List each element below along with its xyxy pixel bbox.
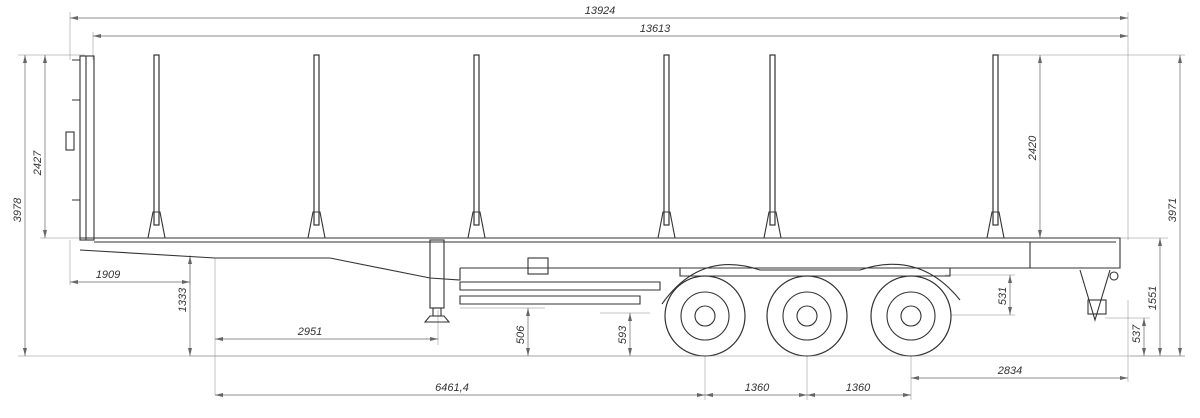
label-overall-length: 13924 bbox=[585, 5, 616, 17]
label-support-height: 1333 bbox=[177, 287, 189, 312]
label-rear-height: 3971 bbox=[1167, 198, 1179, 222]
label-rear-deck-height: 1551 bbox=[1147, 286, 1159, 310]
dimension-rear-overhang: 2834 bbox=[911, 300, 1129, 382]
label-kingpin-to-axle: 6461,4 bbox=[435, 382, 469, 394]
label-axle-spacing-2: 1360 bbox=[846, 382, 871, 394]
wheel-1 bbox=[664, 275, 746, 357]
label-rear-post-height: 2420 bbox=[1027, 135, 1039, 161]
label-frame-depth: 506 bbox=[515, 325, 527, 344]
stake-4 bbox=[663, 54, 670, 226]
label-axle-spacing-1: 1360 bbox=[745, 382, 770, 394]
dimension-rear-light-height: 537 bbox=[1105, 317, 1150, 356]
dimension-platform-length: 13613 bbox=[92, 23, 1128, 60]
frame-main bbox=[79, 237, 1121, 305]
dimension-axle-spacing-2: 1360 bbox=[807, 382, 911, 397]
dimension-rear-deck-height: 1551 bbox=[1120, 237, 1168, 356]
dimension-front-wall-height: 2427 bbox=[32, 55, 80, 239]
label-rear-light-height: 537 bbox=[1131, 324, 1143, 343]
label-fender-clearance: 531 bbox=[997, 287, 1009, 305]
dimension-support-height: 1333 bbox=[177, 256, 192, 356]
dimension-fender-clearance: 531 bbox=[945, 274, 1015, 316]
rear-bumper bbox=[1079, 269, 1119, 322]
dimension-overall-length: 13924 bbox=[69, 5, 1129, 240]
dimension-frame-depth: 506 bbox=[460, 307, 545, 356]
label-front-wall-height: 2427 bbox=[32, 150, 44, 176]
label-rear-overhang: 2834 bbox=[997, 365, 1022, 377]
dimension-axle-spacing-1: 1360 bbox=[705, 382, 807, 397]
stake-1 bbox=[153, 54, 160, 226]
dimension-rear-height: 3971 bbox=[1050, 54, 1185, 357]
stake-5 bbox=[769, 54, 776, 226]
wheel-3 bbox=[870, 275, 952, 357]
fenders bbox=[661, 263, 961, 305]
label-platform-length: 13613 bbox=[640, 23, 671, 35]
landing-gear bbox=[423, 239, 549, 323]
dimension-rear-post-height: 2420 bbox=[995, 54, 1050, 238]
dimension-support-to-center: 2951 bbox=[214, 258, 439, 395]
wheel-2 bbox=[766, 275, 848, 357]
dimension-side-guard: 593 bbox=[600, 312, 650, 356]
label-front-height: 3978 bbox=[12, 197, 24, 222]
front-wall bbox=[65, 55, 95, 241]
stake-6 bbox=[992, 54, 999, 226]
dimension-front-height: 3978 bbox=[12, 54, 700, 357]
stake-3 bbox=[473, 54, 480, 226]
stake-2 bbox=[313, 54, 320, 226]
dimension-front-overhang: 1909 bbox=[69, 240, 191, 285]
label-front-overhang: 1909 bbox=[96, 269, 120, 281]
label-support-to-center: 2951 bbox=[297, 326, 322, 338]
stakes bbox=[147, 54, 1005, 239]
dimension-kingpin-to-axle: 6461,4 bbox=[215, 340, 912, 400]
label-side-guard: 593 bbox=[617, 325, 629, 344]
